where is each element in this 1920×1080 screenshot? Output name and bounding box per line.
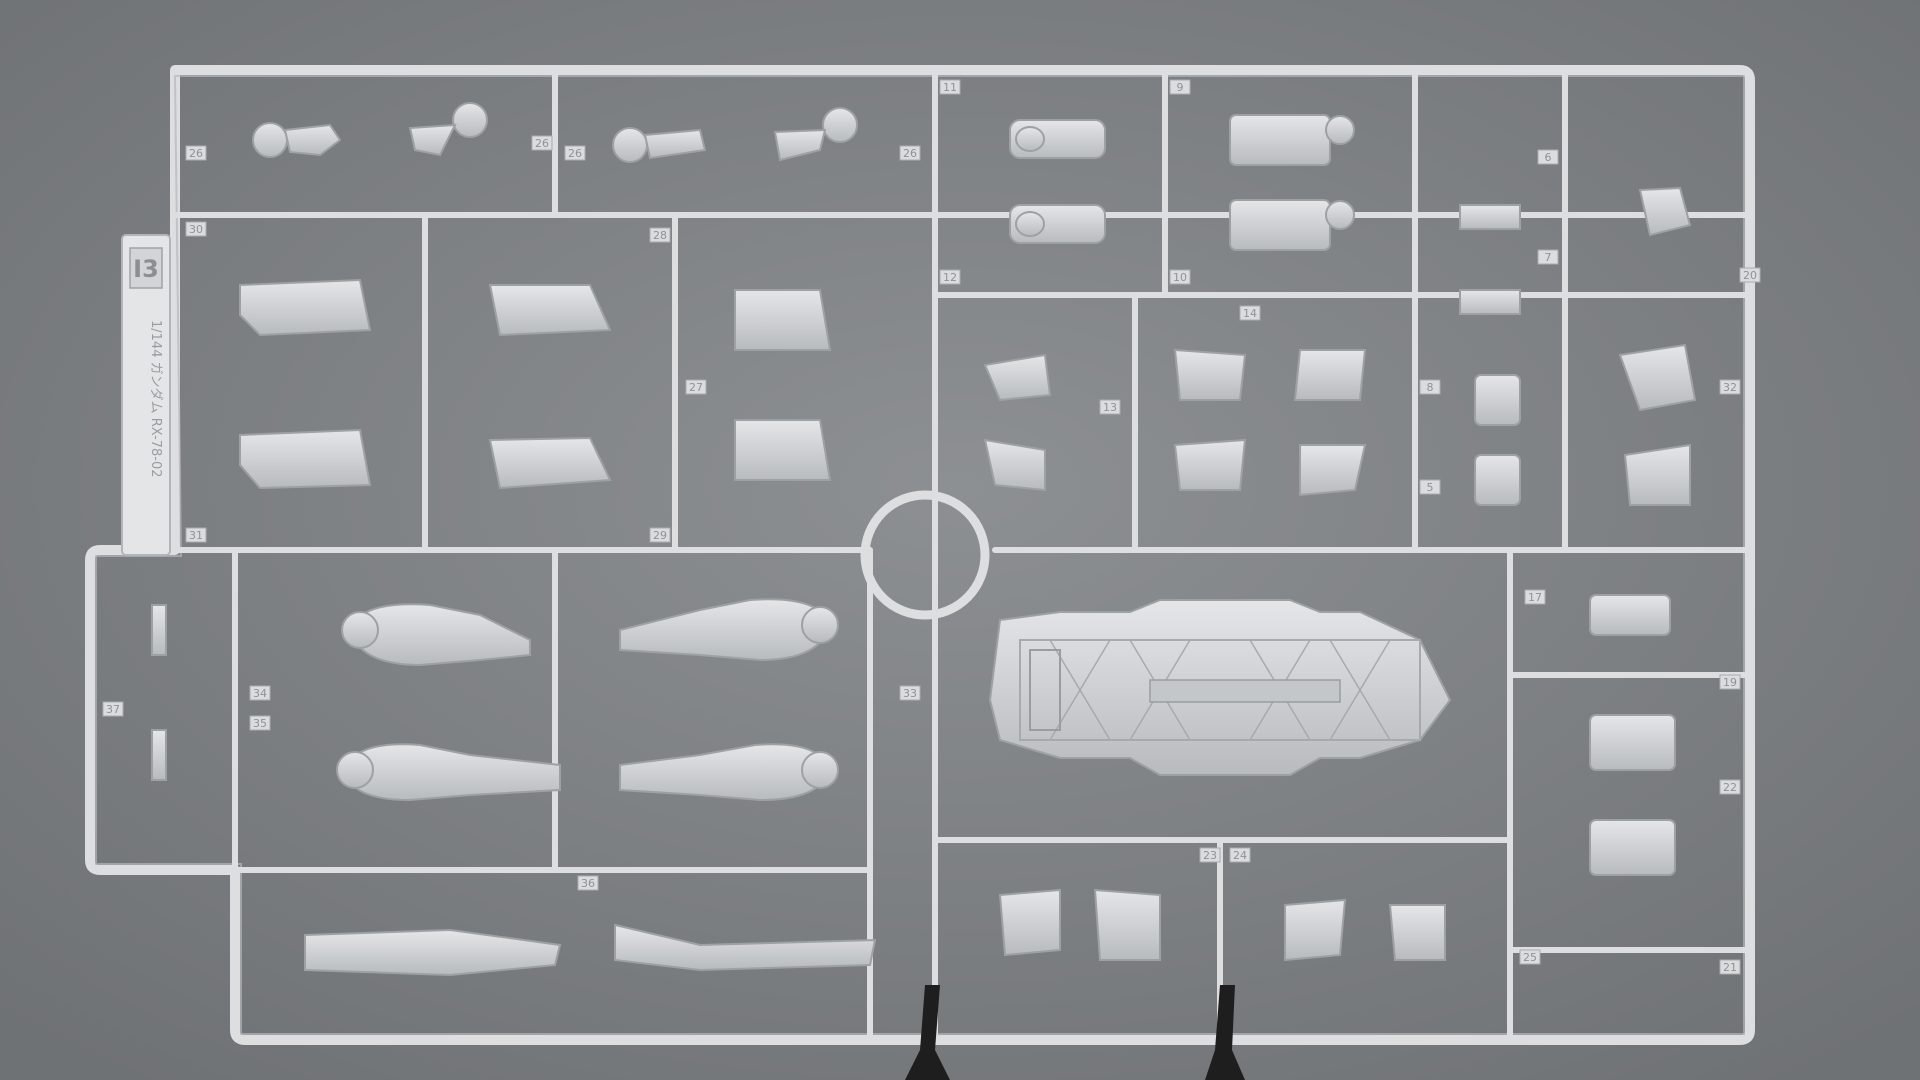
part-23: [1284, 898, 1347, 962]
sprue-ring: [860, 490, 990, 620]
internal-runners: [172, 67, 1753, 1043]
gate-label: 25: [1523, 951, 1537, 964]
sprue-tag: I3 1/144 ガンダム RX-78-02: [121, 234, 171, 556]
part-hub-26b: [408, 102, 488, 157]
sprue-letter: I3: [133, 255, 159, 283]
part-12: [1009, 204, 1106, 244]
part-base-plate: [988, 599, 1452, 776]
gate-label: 6: [1545, 151, 1552, 164]
part-35b: [619, 743, 839, 802]
gate-label: 26: [535, 137, 549, 150]
gate-label: 26: [903, 147, 917, 160]
gate-label: 12: [943, 271, 957, 284]
part-19: [1589, 714, 1676, 771]
part-9: [1229, 199, 1355, 251]
part-13b: [983, 438, 1046, 492]
part-20: [1589, 819, 1676, 876]
part-17: [1589, 594, 1671, 636]
gate-label: 23: [1203, 849, 1217, 862]
gate-label: 11: [943, 81, 957, 94]
part-14d: [1299, 444, 1367, 497]
gate-label: 26: [189, 147, 203, 160]
gate-label: 19: [1723, 676, 1737, 689]
gate-label: 8: [1427, 381, 1434, 394]
part-5b: [1474, 454, 1521, 506]
part-34a: [341, 603, 531, 667]
runner-frame: [85, 65, 1755, 1045]
stand-clips: [905, 985, 1245, 1080]
gate-label: 36: [581, 877, 595, 890]
part-10: [1229, 114, 1355, 166]
gate-label: 30: [189, 223, 203, 236]
part-25: [998, 888, 1061, 957]
gate-label: 13: [1103, 401, 1117, 414]
part-6b: [1623, 443, 1691, 506]
gate-label: 29: [653, 529, 667, 542]
part-27b: [734, 419, 832, 481]
gate-label: 32: [1723, 381, 1737, 394]
gate-label: 28: [653, 229, 667, 242]
part-7: [1459, 204, 1521, 230]
part-6a: [1618, 343, 1697, 412]
gate-label: 14: [1243, 307, 1257, 320]
gate-number-tabs: 26 26 26 26 30 28 31 29 27 37 34 35 36 3…: [102, 79, 1761, 975]
part-24: [1388, 904, 1446, 961]
part-14c: [1173, 438, 1247, 491]
part-22: [1093, 888, 1161, 961]
gate-label: 33: [903, 687, 917, 700]
gate-label: 5: [1427, 481, 1434, 494]
part-36a: [304, 928, 562, 977]
part-29: [488, 436, 612, 490]
gate-label: 17: [1528, 591, 1542, 604]
gate-label: 34: [253, 687, 267, 700]
part-11: [1009, 119, 1106, 159]
part-14a: [1173, 348, 1247, 401]
part-head: [1638, 186, 1692, 237]
part-hub-26c: [612, 127, 707, 163]
gate-label: 9: [1177, 81, 1184, 94]
gate-label: 26: [568, 147, 582, 160]
sprue-strip-text: 1/144 ガンダム RX-78-02: [148, 320, 163, 478]
part-31: [239, 428, 372, 490]
part-37a: [151, 604, 167, 656]
part-28: [488, 284, 612, 337]
part-34b: [619, 598, 839, 662]
part-35a: [336, 743, 561, 802]
part-8: [1459, 289, 1521, 315]
part-hub-26a: [252, 122, 342, 158]
gate-label: 7: [1545, 251, 1552, 264]
part-5a: [1474, 374, 1521, 426]
part-30: [239, 278, 372, 337]
gate-label: 21: [1723, 961, 1737, 974]
gate-label: 37: [106, 703, 120, 716]
parts: [151, 102, 1697, 977]
gate-label: 35: [253, 717, 267, 730]
part-hub-26d: [773, 107, 858, 162]
gate-label: 31: [189, 529, 203, 542]
gate-label: 24: [1233, 849, 1247, 862]
part-37b: [151, 729, 167, 781]
gate-label: 22: [1723, 781, 1737, 794]
part-14b: [1293, 349, 1367, 401]
part-13a: [983, 353, 1052, 402]
part-36b: [614, 923, 877, 972]
part-27a: [734, 289, 832, 351]
gate-label: 10: [1173, 271, 1187, 284]
gate-label: 27: [689, 381, 703, 394]
gate-label: 20: [1743, 269, 1757, 282]
